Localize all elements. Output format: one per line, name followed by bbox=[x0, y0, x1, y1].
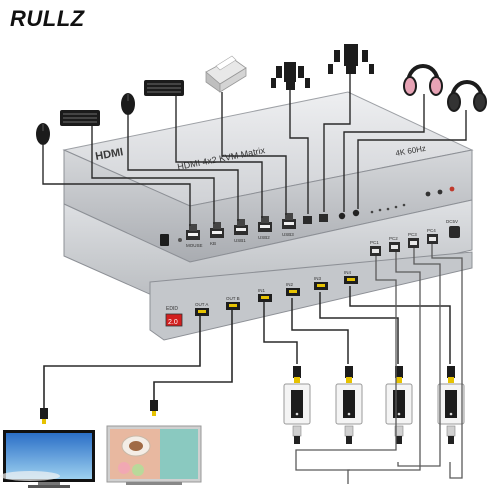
usb-plug bbox=[189, 224, 197, 231]
pc-usb-ports: PC1 PC2 PC3 PC4 bbox=[370, 228, 438, 256]
hdmi-connector-tip bbox=[317, 284, 325, 287]
hdmi-plugs-monitors bbox=[40, 400, 158, 424]
mouse-icon bbox=[121, 93, 135, 115]
pc-power-led bbox=[347, 412, 351, 416]
usb-plug bbox=[213, 222, 221, 229]
hdmi-connector-tip bbox=[198, 310, 206, 313]
hdmi-out-label: OUT B bbox=[226, 296, 240, 301]
usb-plug bbox=[446, 425, 456, 437]
usb-b-insert bbox=[391, 245, 398, 249]
usb-b-insert bbox=[410, 241, 417, 245]
hdmi-in-label: IN4 bbox=[344, 270, 352, 275]
usb-plug-body bbox=[396, 436, 402, 444]
front-usb-ports: MOUSE KB USB1 USB2 USB3 bbox=[186, 213, 296, 248]
speakers-icon bbox=[328, 44, 374, 74]
headphones-icon bbox=[447, 80, 487, 112]
select-button[interactable] bbox=[449, 186, 455, 192]
dc-power-port[interactable] bbox=[449, 226, 460, 238]
keyboard-icon bbox=[144, 80, 184, 96]
hdmi-plug-tip bbox=[346, 377, 352, 383]
edid-value: 2.0 bbox=[168, 319, 178, 326]
usb-plug bbox=[237, 219, 245, 226]
hdmi-logo: HDMI bbox=[94, 146, 124, 163]
hdmi-plug bbox=[345, 366, 353, 378]
indicator-leds bbox=[370, 203, 406, 214]
usb-plug bbox=[344, 425, 354, 437]
hdmi-connector-tip bbox=[347, 278, 355, 281]
hdmi-connector-tip bbox=[229, 304, 237, 307]
optical-port[interactable] bbox=[303, 216, 312, 224]
matrix-lower-front bbox=[149, 251, 473, 341]
monitor-right bbox=[106, 425, 202, 485]
hdmi-plug bbox=[447, 366, 455, 378]
hdmi-connector-tip bbox=[261, 296, 269, 299]
pc-port-label: PC3 bbox=[408, 232, 417, 237]
usb-b-insert bbox=[429, 237, 436, 241]
edid-label: EDID bbox=[166, 306, 178, 312]
keyboard-icon bbox=[60, 110, 100, 126]
usb-port-label: USB2 bbox=[258, 235, 270, 240]
usb-port-label: USB1 bbox=[234, 238, 246, 243]
usb-b-insert bbox=[372, 249, 379, 253]
usb-plug bbox=[292, 425, 302, 437]
usb-port-label: MOUSE bbox=[186, 243, 203, 248]
pc-power-led bbox=[449, 412, 453, 416]
hdmi-plug-tip bbox=[396, 377, 402, 383]
headphones-icon bbox=[403, 64, 443, 96]
brand-logo-text: RULLZ bbox=[10, 6, 85, 31]
speakers-icon bbox=[271, 62, 310, 90]
power-switch[interactable] bbox=[160, 234, 169, 246]
usb-port-tongue bbox=[188, 233, 198, 236]
hdmi-plug bbox=[293, 366, 301, 378]
mouse-icon bbox=[36, 123, 50, 145]
pc-unit-panel bbox=[343, 390, 355, 418]
power-led bbox=[178, 238, 182, 242]
hdmi-connector-tip bbox=[289, 290, 297, 293]
hdmi-in-label: IN2 bbox=[286, 282, 294, 287]
hdmi-in-label: IN3 bbox=[314, 276, 322, 281]
pc-unit-panel bbox=[291, 390, 303, 418]
hdmi-output-cables bbox=[43, 310, 233, 408]
pc-units bbox=[283, 366, 465, 444]
usb-plug-body bbox=[294, 436, 300, 444]
usb-port-tongue bbox=[284, 222, 294, 225]
edid-display bbox=[165, 313, 183, 327]
hdmi-out-label: OUT A bbox=[195, 302, 208, 307]
usb-port-label: USB3 bbox=[282, 232, 294, 237]
usb-input-cables bbox=[295, 244, 463, 484]
pc-power-led bbox=[397, 412, 401, 416]
optical-port[interactable] bbox=[319, 214, 328, 222]
pc-power-led bbox=[295, 412, 299, 416]
hdmi-plug-tip bbox=[448, 377, 454, 383]
usb-port-tongue bbox=[236, 228, 246, 231]
usb-port-tongue bbox=[212, 231, 222, 234]
usb-port-label: KB bbox=[210, 241, 216, 246]
audio-jack[interactable] bbox=[338, 212, 346, 220]
hdmi-input-cables bbox=[263, 286, 451, 364]
usb-port-tongue bbox=[260, 225, 270, 228]
hdmi-ports: OUT A OUT B IN1 IN2 IN3 IN4 bbox=[195, 270, 358, 316]
power-label: DC5V bbox=[446, 219, 458, 224]
audio-jack[interactable] bbox=[352, 209, 360, 217]
pc-port-label: PC4 bbox=[427, 228, 436, 233]
pc-port-label: PC2 bbox=[389, 236, 398, 241]
pc-port-label: PC1 bbox=[370, 240, 379, 245]
usb-plug bbox=[285, 213, 293, 220]
monitor-left bbox=[0, 430, 95, 488]
usb-plug-body bbox=[448, 436, 454, 444]
hdmi-plug bbox=[395, 366, 403, 378]
usb-plug bbox=[261, 216, 269, 223]
select-button[interactable] bbox=[425, 191, 431, 197]
select-button[interactable] bbox=[437, 189, 443, 195]
usb-plug-body bbox=[346, 436, 352, 444]
pc-unit-panel bbox=[445, 390, 457, 418]
hdmi-plug-tip bbox=[294, 377, 300, 383]
printer-icon bbox=[205, 55, 247, 93]
hdmi-in-label: IN1 bbox=[258, 288, 266, 293]
peripheral-cables bbox=[42, 74, 467, 226]
